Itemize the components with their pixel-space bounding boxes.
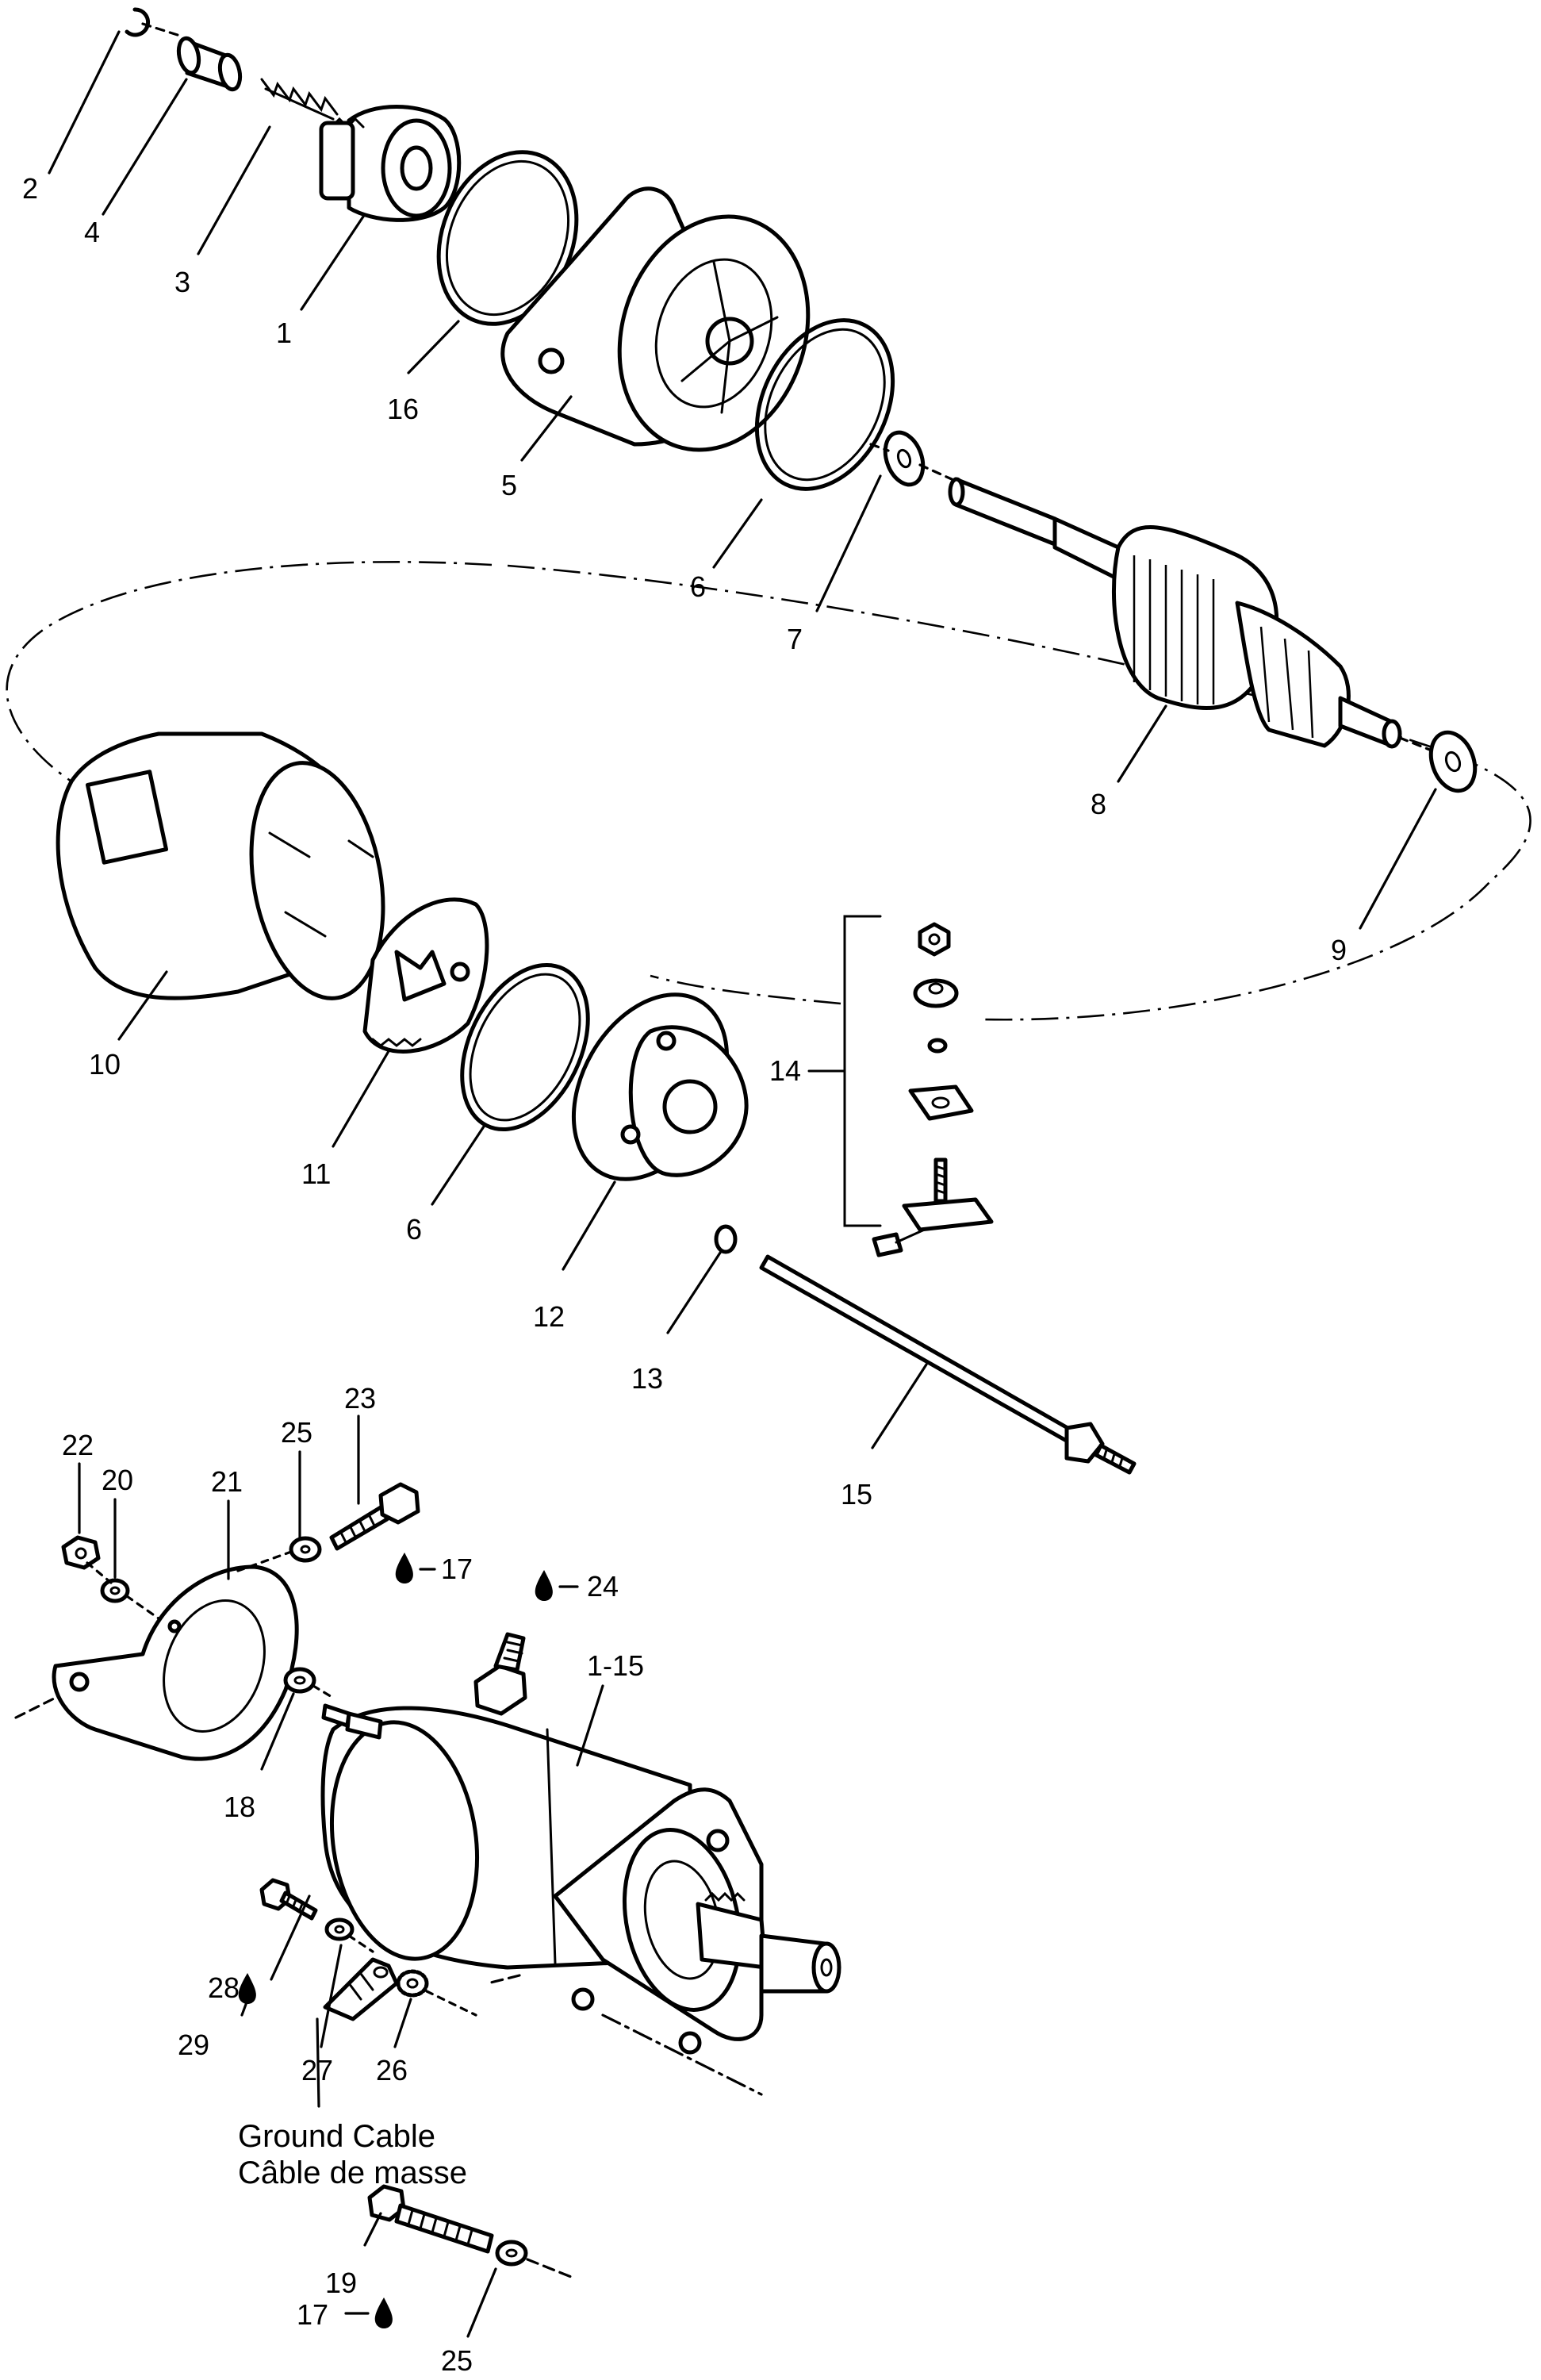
snap-ring-part: [125, 7, 184, 38]
callout-label: 18: [224, 1791, 255, 1823]
bolt-19-part: [367, 2184, 494, 2254]
callout-label: 1-15: [587, 1649, 644, 1682]
callout-label: 25: [281, 1416, 312, 1449]
bolt-23-part: [329, 1482, 420, 1551]
callout-label: 4: [84, 216, 100, 248]
callout-label: 14: [769, 1054, 801, 1087]
callout-label: 19: [325, 2267, 357, 2299]
callout-label: 16: [387, 393, 419, 425]
yoke-frame-part: [56, 731, 385, 1000]
lock-washer-26-part: [396, 1969, 429, 1998]
callout-label: 10: [89, 1048, 121, 1081]
callout-label: 7: [787, 623, 803, 655]
leader-lines: [48, 30, 1437, 2338]
callout-label: 1: [276, 317, 292, 349]
o-ring-6-part: [754, 318, 895, 491]
callout-label: 9: [1331, 934, 1347, 966]
mount-bracket-part: [14, 1564, 299, 1761]
washer-20-part: [100, 1578, 130, 1603]
ground-cable-label-en: Ground Cable: [238, 2119, 435, 2154]
o-ring-6b-part: [460, 962, 590, 1132]
callout-label: 6: [406, 1213, 422, 1246]
through-bolt-part: [759, 1254, 1137, 1475]
washer-25b-part: [495, 2240, 528, 2267]
lubricant-drop-icon: [535, 1569, 579, 1601]
washer-9-part: [1428, 730, 1478, 793]
end-cover-part: [571, 992, 749, 1181]
callout-label: 17: [441, 1553, 473, 1585]
washer-25-part: [289, 1536, 322, 1563]
bushing-part: [176, 36, 243, 92]
callout-label: 2: [22, 172, 38, 205]
drive-pinion-part: [319, 105, 462, 222]
callout-label: 28: [208, 1971, 240, 2004]
callout-label: 12: [533, 1300, 565, 1333]
washer-7-part: [869, 430, 953, 487]
callout-label: 8: [1091, 788, 1106, 820]
nut-22-part: [61, 1535, 101, 1570]
callout-label: 22: [62, 1429, 94, 1461]
washer-27-part: [324, 1917, 355, 1941]
o-ring-13-part: [714, 1224, 738, 1254]
ground-cable-label-fr: Câble de masse: [238, 2155, 467, 2190]
callout-label: 13: [631, 1362, 663, 1395]
callout-labels: 1 2 3 4 5 6 7 8 9 10 11 6 12 13 14 15 16…: [22, 172, 1347, 2377]
brush-holder-part: [362, 897, 489, 1054]
ground-cable-lug-part: [323, 1957, 399, 2021]
spring-part: [260, 78, 339, 121]
washer-18-part: [283, 1667, 316, 1694]
armature-part: [948, 477, 1437, 754]
callout-label: 25: [441, 2344, 473, 2377]
terminal-kit-part: [807, 915, 994, 1257]
drive-housing-part: [500, 186, 811, 452]
callout-label: 29: [178, 2029, 209, 2061]
callout-label: 23: [344, 1382, 376, 1415]
phantom-outline: [6, 561, 1531, 1021]
callout-label: 26: [376, 2054, 408, 2086]
starter-assembly-part: [320, 1632, 841, 2096]
lubricant-drop-icon: [238, 1972, 256, 2004]
callout-label: 21: [211, 1465, 243, 1498]
callout-label: 11: [301, 1157, 331, 1190]
callout-label: 24: [587, 1570, 619, 1603]
callout-label: 20: [102, 1464, 133, 1496]
callout-label: 3: [174, 266, 190, 298]
callout-label: 17: [297, 2298, 328, 2331]
lubricant-drop-icon: [344, 2297, 393, 2328]
callout-label: 6: [690, 570, 706, 603]
callout-label: 15: [841, 1478, 872, 1511]
callout-label: 5: [501, 469, 517, 501]
callout-label: 27: [301, 2054, 333, 2086]
lubricant-drop-icon: [395, 1552, 436, 1583]
